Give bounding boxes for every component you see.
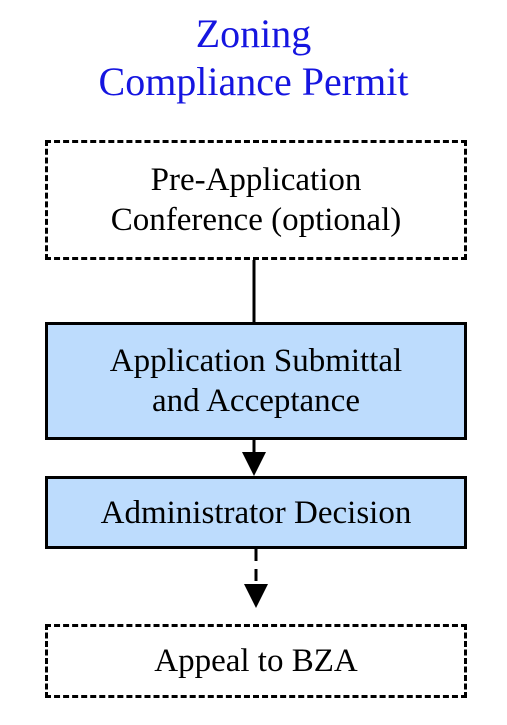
step-application-submittal: Application Submittal and Acceptance <box>45 322 467 440</box>
step-label-line-1: Application Submittal <box>109 343 403 379</box>
step-administrator-decision: Administrator Decision <box>45 476 467 549</box>
step-label-line-1: Appeal to BZA <box>154 643 358 679</box>
step-pre-application-conference: Pre-Application Conference (optional) <box>45 140 467 260</box>
step-label-line-1: Pre-Application <box>150 162 362 198</box>
step-appeal-to-bza: Appeal to BZA <box>45 624 467 698</box>
step-label-line-2: and Acceptance <box>152 383 360 419</box>
title-line-1: Zoning <box>195 11 312 56</box>
arrowhead-to-appeal <box>244 584 268 608</box>
arrowhead-to-decision <box>242 452 266 476</box>
step-label-line-1: Administrator Decision <box>100 494 412 531</box>
title-line-2: Compliance Permit <box>98 59 409 104</box>
diagram-title: Zoning Compliance Permit <box>0 10 507 106</box>
step-label-line-2: Conference (optional) <box>110 202 402 238</box>
